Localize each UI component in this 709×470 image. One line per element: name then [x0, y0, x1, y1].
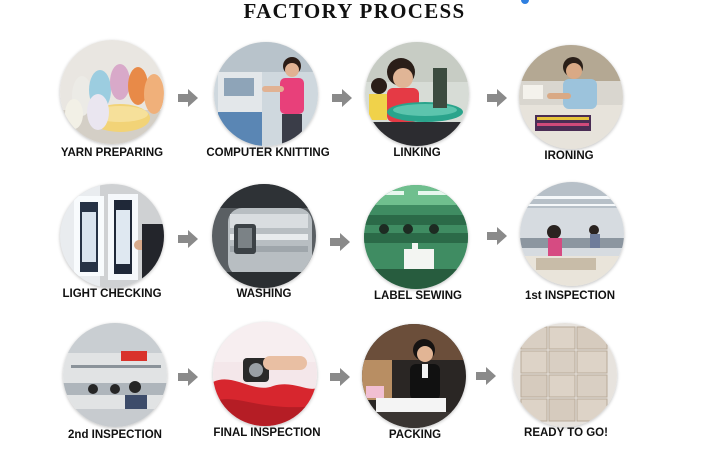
step-9-label: 2nd INSPECTION [68, 429, 162, 441]
carton-stack-icon [513, 323, 617, 427]
step-1-photo [60, 40, 164, 144]
step-9-photo [63, 323, 167, 427]
arrow-right-icon [332, 89, 352, 107]
step-10-label: FINAL INSPECTION [213, 427, 321, 439]
step-8-label: 1st INSPECTION [524, 290, 616, 302]
page-title: FACTORY PROCESS [243, 0, 466, 23]
arrow-right-icon [476, 367, 496, 385]
yarn-cones-icon [60, 40, 164, 144]
step-11-photo [362, 324, 466, 428]
inspection-floor-icon [63, 323, 167, 427]
step-12-label: READY TO GO! [524, 427, 608, 439]
step-12-photo [513, 323, 617, 427]
step-3-label: LINKING [393, 147, 441, 159]
arrow-right-icon [487, 227, 507, 245]
step-11-label: PACKING [388, 429, 442, 441]
step-6-photo [212, 184, 316, 288]
arrow-right-icon [487, 89, 507, 107]
arrow-right-icon [330, 368, 350, 386]
arrow-right-icon [178, 89, 198, 107]
step-5-label: LIGHT CHECKING [62, 288, 162, 300]
packing-worker-icon [362, 324, 466, 428]
sewing-room-icon [364, 185, 468, 289]
magnifier-on-fabric-icon [213, 322, 317, 426]
washing-machine-icon [212, 184, 316, 288]
step-2-label: COMPUTER KNITTING [206, 147, 330, 159]
step-8-photo [520, 182, 624, 286]
step-2-photo [214, 42, 318, 146]
step-10-photo [213, 322, 317, 426]
inspection-hall-icon [520, 182, 624, 286]
arrow-right-icon [178, 368, 198, 386]
step-5-photo [60, 184, 164, 288]
arrow-right-icon [178, 230, 198, 248]
step-6-label: WASHING [236, 288, 292, 300]
step-7-label: LABEL SEWING [374, 290, 462, 302]
knitting-machine-icon [214, 42, 318, 146]
step-1-label: YARN PREPARING [60, 147, 164, 159]
scroll-indicator-dot [521, 0, 529, 4]
step-3-photo [365, 42, 469, 146]
linking-workers-icon [365, 42, 469, 146]
ironing-worker-icon [519, 45, 623, 149]
light-table-icon [60, 184, 164, 288]
step-7-photo [364, 185, 468, 289]
step-4-label: IRONING [544, 150, 594, 162]
arrow-right-icon [330, 233, 350, 251]
step-4-photo [519, 45, 623, 149]
